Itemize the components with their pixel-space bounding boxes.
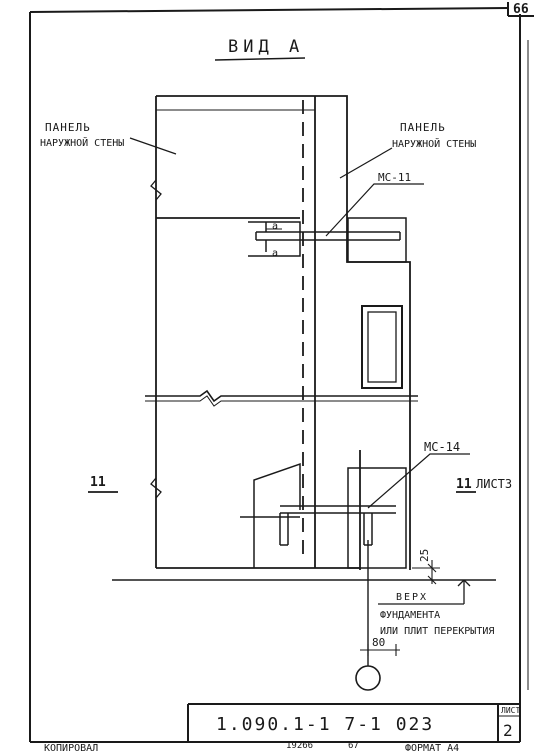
section-break-line — [145, 389, 418, 407]
panel-right-leader — [339, 147, 393, 179]
level-label-line1: ВЕРХ — [396, 592, 428, 603]
panel-right-label-line2: НАРУЖНОЙ СТЕНЫ — [392, 137, 476, 150]
lower-anchor-block — [240, 462, 407, 569]
footer-number-2: 67 — [348, 741, 359, 751]
footer-number-1: 19266 — [286, 741, 313, 751]
axis-bubble — [355, 665, 381, 691]
panel-left-leader — [129, 137, 177, 155]
list-label: ЛИСТ — [501, 706, 520, 715]
section-mark-right-sheet-ref: ЛИСТ3 — [476, 477, 512, 491]
dimension-25-value: 25 — [418, 549, 431, 562]
wall-opening — [361, 305, 403, 389]
section-a-bottom: а — [272, 248, 278, 259]
ms14-label: МС-14 — [424, 440, 460, 454]
upper-anchor-block — [248, 217, 407, 263]
dimension-25 — [412, 560, 440, 585]
view-title: ВИД А — [228, 37, 304, 57]
list-number: 2 — [503, 721, 513, 740]
panel-right-label-line1: ПАНЕЛЬ — [400, 121, 446, 134]
dimension-80-value: 80 — [372, 636, 385, 649]
title-underline — [214, 57, 306, 61]
page-number: 66 — [513, 2, 529, 17]
title-block — [187, 703, 520, 742]
panel-left-label-line2: НАРУЖНОЙ СТЕНЫ — [40, 136, 124, 149]
level-arrow — [378, 579, 471, 605]
ms14-leader — [367, 453, 470, 509]
section-mark-right-label: 11 — [456, 477, 472, 492]
level-label-line2: ФУНДАМЕНТА — [380, 610, 440, 621]
section-mark-left-label: 11 — [90, 475, 106, 490]
break-marks — [150, 179, 162, 499]
right-wall-panel — [314, 95, 411, 570]
document-code: 1.090.1-1 7-1 023 — [216, 714, 434, 735]
left-wall-panel — [155, 95, 360, 569]
panel-left-label-line1: ПАНЕЛЬ — [45, 121, 91, 134]
level-label-line3: ИЛИ ПЛИТ ПЕРЕКРЫТИЯ — [380, 626, 494, 637]
footer-format: ФОРМАТ А4 — [405, 743, 459, 752]
section-a-top: а — [272, 221, 278, 232]
ms11-leader — [325, 183, 424, 237]
footer-copied-by: КОПИРОВАЛ — [44, 743, 98, 752]
ms11-label: МС-11 — [378, 171, 411, 184]
sheet-frame — [29, 2, 534, 743]
